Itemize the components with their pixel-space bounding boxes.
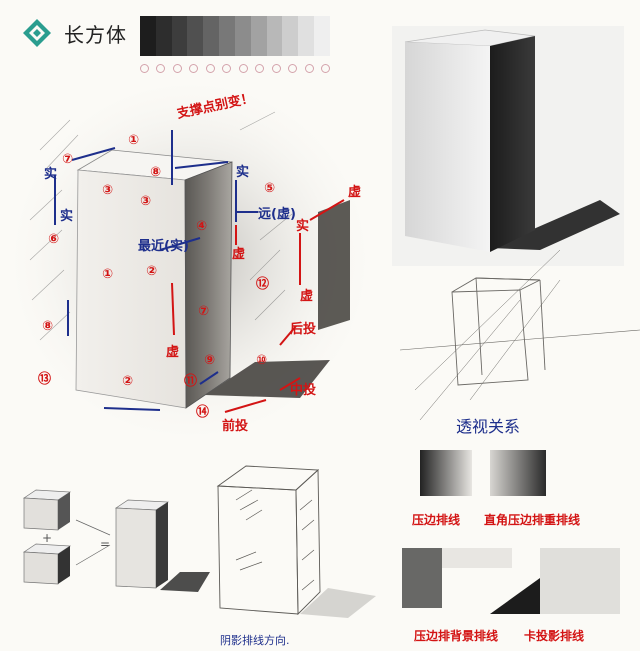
shading-sample-lower xyxy=(402,548,620,614)
shading-caption-left2: 压边排背景排线 xyxy=(414,628,498,643)
number-label: ② xyxy=(122,374,133,389)
value-swatch xyxy=(187,16,204,56)
hatching-caption: 阴影排线方向. xyxy=(220,633,290,647)
solid-label: 实 xyxy=(60,208,73,224)
number-label: ⑧ xyxy=(42,319,53,334)
number-annotations: ① ⑦ ③ ⑧ ③ ⑤ ④ ⑥ ① ② ⑫ ⑦ ⑧ ⑨ ⑩ ⑬ ② ⑪ ⑭ xyxy=(38,133,275,420)
prism-side-face xyxy=(184,161,233,409)
solid-label: 实 xyxy=(44,166,57,182)
value-swatch xyxy=(219,16,235,56)
number-label: ④ xyxy=(196,219,207,234)
reference-photo xyxy=(392,26,624,266)
number-label: ① xyxy=(102,267,113,282)
value-swatch xyxy=(250,16,267,56)
value-swatch xyxy=(234,16,251,56)
number-label: ⑦ xyxy=(62,152,73,167)
number-label: ① xyxy=(128,133,139,148)
solid-label: 实 xyxy=(236,164,249,180)
shading-caption-right2: 卡投影排线 xyxy=(524,628,584,643)
number-label: ⑤ xyxy=(264,181,275,196)
hatching xyxy=(29,111,293,341)
value-scale xyxy=(140,16,330,56)
number-label: ⑧ xyxy=(150,165,161,180)
value-marker xyxy=(271,64,281,73)
value-marker xyxy=(255,64,265,73)
back-label: 后投 xyxy=(290,321,316,337)
number-label: ③ xyxy=(102,183,113,198)
value-marker xyxy=(320,64,330,73)
value-scale-markers xyxy=(140,64,330,73)
prism-front-face xyxy=(75,169,187,409)
value-swatch xyxy=(171,16,188,56)
svg-text:+: + xyxy=(42,531,52,545)
void-label: 虚 xyxy=(232,246,245,262)
void-label: 虚 xyxy=(166,344,179,360)
shading-sample-left xyxy=(420,450,472,496)
far-label: 远(虚) xyxy=(258,206,296,222)
value-swatch xyxy=(140,16,156,56)
value-marker xyxy=(205,64,215,73)
value-swatch xyxy=(282,16,299,56)
hatching-direction-diagram xyxy=(216,465,376,618)
value-marker xyxy=(222,64,232,73)
diamond-logo-icon xyxy=(23,19,51,47)
value-swatch xyxy=(314,16,330,56)
near-label: 最近(实) xyxy=(138,238,189,254)
number-label: ⑬ xyxy=(38,371,51,387)
number-label: ⑨ xyxy=(204,353,215,368)
number-label: ② xyxy=(146,264,157,279)
svg-text:=: = xyxy=(100,537,110,551)
wall-edge xyxy=(318,200,350,330)
value-swatch xyxy=(298,16,315,56)
page-title: 长方体 xyxy=(64,22,127,47)
value-swatch xyxy=(266,16,283,56)
value-marker xyxy=(304,64,314,73)
number-label: ⑥ xyxy=(48,232,59,247)
number-label: ⑫ xyxy=(256,276,269,292)
number-label: ⑦ xyxy=(198,304,209,319)
blue-arrows xyxy=(54,130,258,411)
middle-label: 中投 xyxy=(290,382,316,398)
value-marker xyxy=(288,64,298,73)
value-swatch xyxy=(155,16,172,56)
value-marker xyxy=(156,64,166,73)
solid-label: 实 xyxy=(296,218,309,234)
number-label: ③ xyxy=(140,194,151,209)
shading-caption-right: 直角压边排重排线 xyxy=(484,512,580,527)
void-label: 虚 xyxy=(348,184,361,200)
combination-diagram: + = xyxy=(22,489,210,592)
shading-caption-left: 压边排线 xyxy=(412,512,460,527)
void-label: 虚 xyxy=(300,288,313,304)
perspective-wireframe xyxy=(399,249,640,421)
front-label: 前投 xyxy=(222,418,248,434)
number-label: ⑩ xyxy=(256,353,267,368)
number-label: ⑪ xyxy=(184,373,197,389)
shading-sample-right xyxy=(490,450,546,496)
value-marker xyxy=(189,64,199,73)
value-marker xyxy=(140,64,149,73)
perspective-caption: 透视关系 xyxy=(456,417,520,436)
value-marker xyxy=(238,64,248,73)
number-label: ⑭ xyxy=(196,404,209,420)
cast-shadow xyxy=(205,360,330,398)
value-marker xyxy=(172,64,182,73)
value-swatch xyxy=(203,16,220,56)
header: 长方体 xyxy=(22,18,127,48)
red-arrows xyxy=(171,199,345,413)
